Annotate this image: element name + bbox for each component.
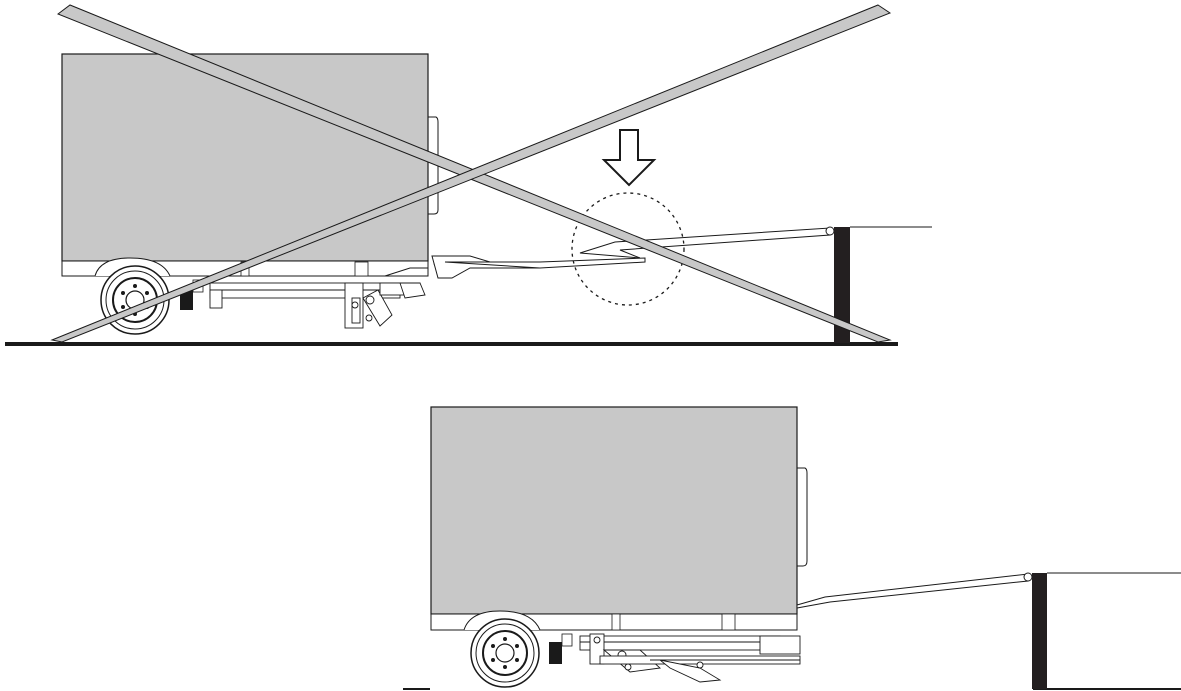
lift-mechanism [579, 633, 801, 683]
cross-out-icon [50, 4, 892, 343]
wheel [470, 618, 540, 688]
bracket [721, 613, 736, 631]
door-handle [797, 467, 808, 567]
mudflap-bracket [561, 633, 573, 647]
bracket [611, 613, 621, 631]
down-arrow-icon [601, 129, 657, 187]
mudflap [549, 642, 562, 664]
dock-plate-hinge [825, 226, 835, 236]
dock-wall [1032, 573, 1047, 689]
dock-plate [796, 573, 1029, 609]
rear-bumper [384, 267, 428, 277]
panel-correct [403, 406, 1181, 690]
lift-platform [431, 255, 646, 279]
dock-wall [834, 227, 850, 343]
panel-incorrect [5, 4, 932, 346]
truck-body [430, 406, 798, 615]
ground-line [5, 342, 898, 346]
highlight-circle [571, 192, 685, 306]
lift-mechanism [209, 282, 426, 329]
dock-plate-hinge [1023, 572, 1033, 582]
bracket [354, 261, 369, 277]
